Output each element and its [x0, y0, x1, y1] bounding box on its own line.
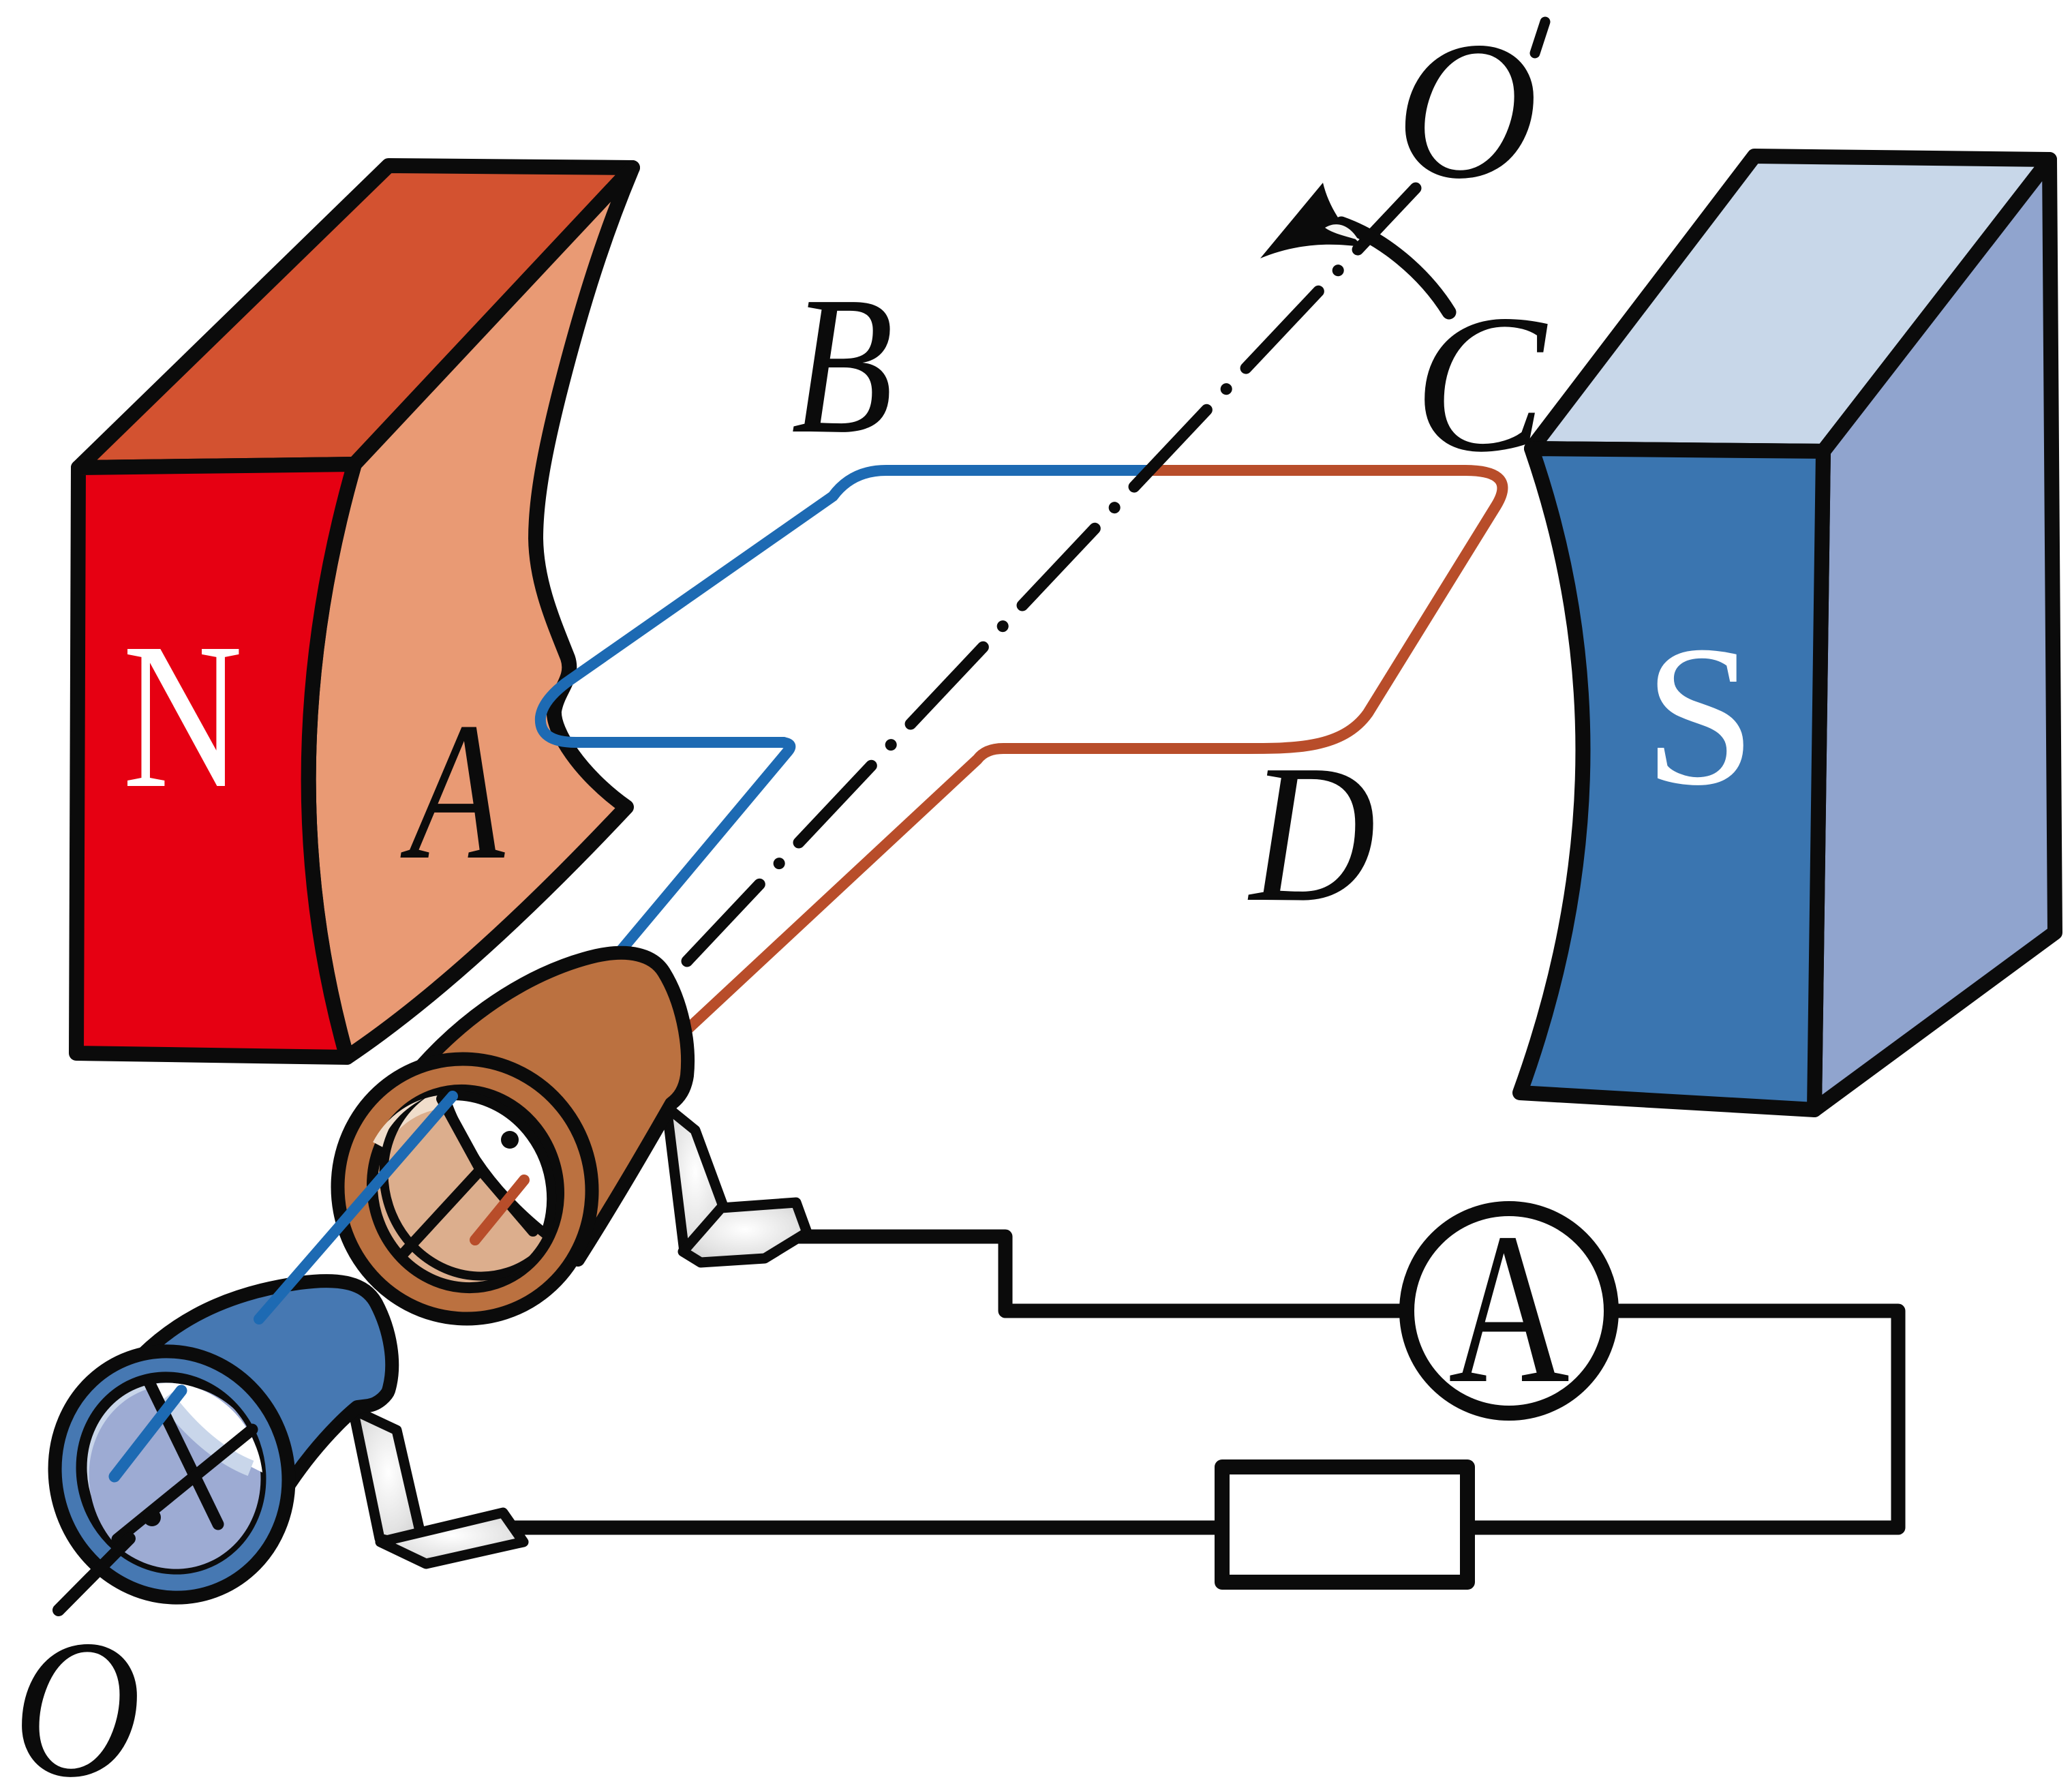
svg-text:O: O [1395, 1, 1538, 220]
svg-text:S: S [1644, 604, 1756, 827]
svg-text:O: O [13, 1599, 141, 1786]
svg-text:D: D [1247, 724, 1375, 943]
svg-text:N: N [123, 600, 243, 832]
svg-text:A: A [399, 682, 507, 900]
svg-text:B: B [791, 256, 894, 474]
svg-text:A: A [1448, 1188, 1570, 1428]
svg-text:C: C [1414, 274, 1550, 493]
